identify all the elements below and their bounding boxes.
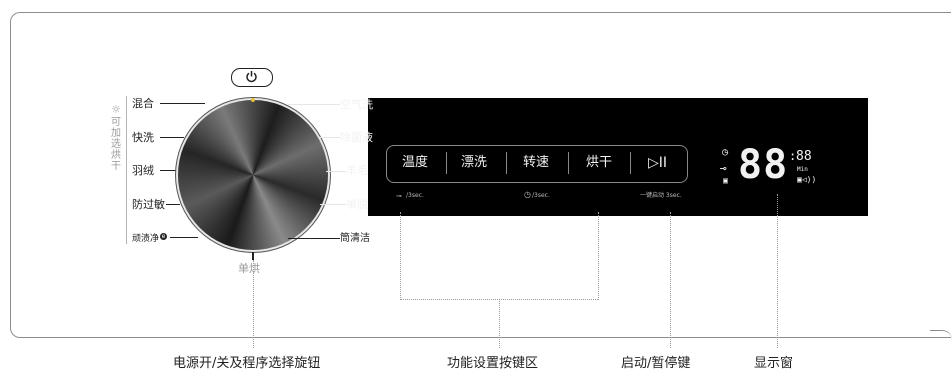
program-label-wanzijing: 顽渍净 [132, 234, 160, 244]
minutes-unit: Min [797, 166, 808, 173]
program-label-danhong: 单烘 [238, 262, 260, 275]
program-label-yangmao: 羊毛 [346, 164, 368, 177]
program-line-kongqixi [288, 104, 340, 105]
caption-display: 显示窗 [754, 356, 794, 371]
leader-line-display [777, 194, 778, 348]
program-line-dantuo [320, 204, 346, 205]
sound-icon: ▣◁)) [797, 175, 817, 184]
program-line-fangguomin [166, 204, 180, 205]
black-control-strip [368, 98, 868, 216]
panel-corner-outline [930, 330, 952, 341]
key-status-icon: ⊸ [720, 162, 727, 175]
button-separator [568, 152, 569, 174]
dry-options-bracket [126, 96, 127, 244]
knob-bottom-tick [252, 252, 254, 260]
dry-options-label: 可加选烘干 [111, 117, 121, 172]
start-pause-button[interactable]: ▷II [648, 155, 668, 171]
timer-hint: /3sec. [532, 192, 550, 199]
program-label-fangguomin: 防过敏 [132, 198, 165, 211]
program-line-chujunye [318, 137, 340, 138]
one-key-start-hint: 一键启动 3sec. [640, 192, 682, 199]
leader-line-buttons-right [598, 212, 599, 300]
lock-status-icon: ▣ [723, 176, 728, 185]
program-label-kongqixi: 空气洗 [340, 98, 373, 111]
leader-line-knob [253, 260, 254, 348]
knob-indicator-dot [251, 98, 255, 102]
caption-start-pause: 启动/暂停键 [621, 356, 691, 371]
key-lock-icon: ⊸ [396, 192, 402, 200]
program-line-hunhe [160, 103, 205, 104]
timer-icon: ◷ [524, 190, 531, 199]
program-label-kuaixi: 快洗 [132, 131, 154, 144]
power-icon [246, 71, 257, 83]
program-label-tongqingjie: 筒清洁 [340, 233, 370, 244]
plus-circle-icon: e [160, 233, 167, 240]
spin-speed-button[interactable]: 转速 [523, 155, 550, 170]
caption-function-keys: 功能设置按键区 [447, 356, 539, 371]
program-line-tongqingjie [288, 238, 340, 239]
child-lock-hint: /3sec. [406, 192, 424, 199]
program-line-kuaixi [160, 137, 184, 138]
caption-knob: 电源开/关及程序选择旋钮 [173, 356, 321, 371]
button-separator [506, 152, 507, 174]
power-button[interactable] [231, 68, 273, 87]
big-digit-display: 88 [738, 142, 789, 188]
button-separator [446, 152, 447, 174]
small-digit-display: 88 [796, 149, 812, 164]
program-line-yurong [160, 170, 176, 171]
leader-line-buttons-center [499, 299, 500, 348]
program-label-hunhe: 混合 [132, 97, 154, 110]
dry-button[interactable]: 烘干 [586, 155, 613, 170]
button-separator [630, 152, 631, 174]
program-label-chujunye: 除菌液 [340, 131, 373, 144]
timer-status-icon: ◷ [722, 147, 729, 158]
leader-line-start-pause [670, 212, 671, 348]
program-line-yangmao [326, 171, 346, 172]
program-selector-knob[interactable] [178, 100, 328, 250]
program-line-wanzijing [170, 237, 198, 238]
rinse-button[interactable]: 漂洗 [461, 155, 488, 170]
colon-separator: : [789, 149, 797, 163]
program-label-yurong: 羽绒 [132, 164, 154, 177]
leader-line-buttons-left [400, 212, 401, 300]
sun-icon: ☼ [111, 103, 121, 116]
program-label-dantuo: 单脱 [346, 198, 368, 211]
function-button-group [386, 145, 688, 183]
temperature-button[interactable]: 温度 [402, 155, 429, 170]
